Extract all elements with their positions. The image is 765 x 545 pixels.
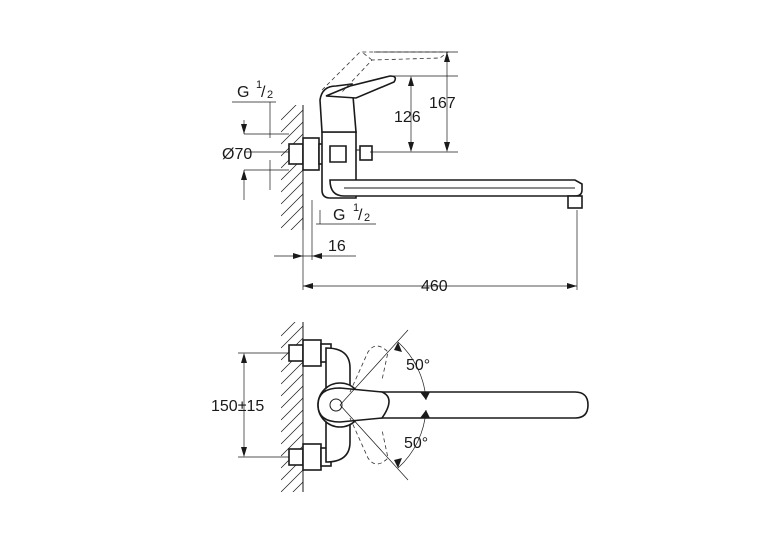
dimension-167: 167 [429, 52, 456, 152]
dimension-diameter: Ø70 [222, 146, 271, 200]
plan-view: 50° 50° 150±15 [211, 322, 589, 492]
spout-plan [329, 391, 589, 419]
spout [329, 179, 583, 209]
label-16: 16 [328, 238, 346, 255]
thread-num-top: 1 [256, 79, 262, 91]
extension-lines-top [244, 51, 578, 290]
thread-slash-bottom: / [358, 207, 363, 224]
dimension-126: 126 [394, 76, 421, 152]
thread-slash-top: / [261, 84, 266, 101]
thread-den-bottom: 2 [364, 212, 370, 224]
wall-hatch-top [281, 105, 304, 230]
thread-g-bottom: G [333, 207, 345, 224]
dimension-16: 16 [274, 238, 356, 259]
dimension-460: 460 [303, 278, 577, 295]
lever-plan [317, 387, 390, 423]
wall-hatch-bottom [281, 322, 304, 492]
thread-g-top: G [237, 84, 249, 101]
angle-bottom-label: 50° [404, 435, 428, 452]
label-167: 167 [429, 95, 456, 112]
label-150: 150±15 [211, 398, 264, 415]
thread-label-bottom: G 1 / 2 [316, 202, 376, 225]
angle-dimensions: 50° 50° [339, 329, 430, 481]
label-diameter: Ø70 [222, 146, 252, 163]
thread-num-bottom: 1 [353, 202, 359, 214]
label-460: 460 [421, 278, 448, 295]
side-view: 126 167 G 1 / 2 Ø70 [222, 51, 583, 295]
lever-ghost-plan [349, 345, 389, 465]
label-126: 126 [394, 109, 421, 126]
angle-top-label: 50° [406, 357, 430, 374]
lever-handle [325, 75, 397, 99]
thread-den-top: 2 [267, 89, 273, 101]
dimension-150: 150±15 [211, 352, 289, 458]
lever-ghost [321, 51, 450, 93]
thread-label-top: G 1 / 2 [232, 79, 276, 138]
